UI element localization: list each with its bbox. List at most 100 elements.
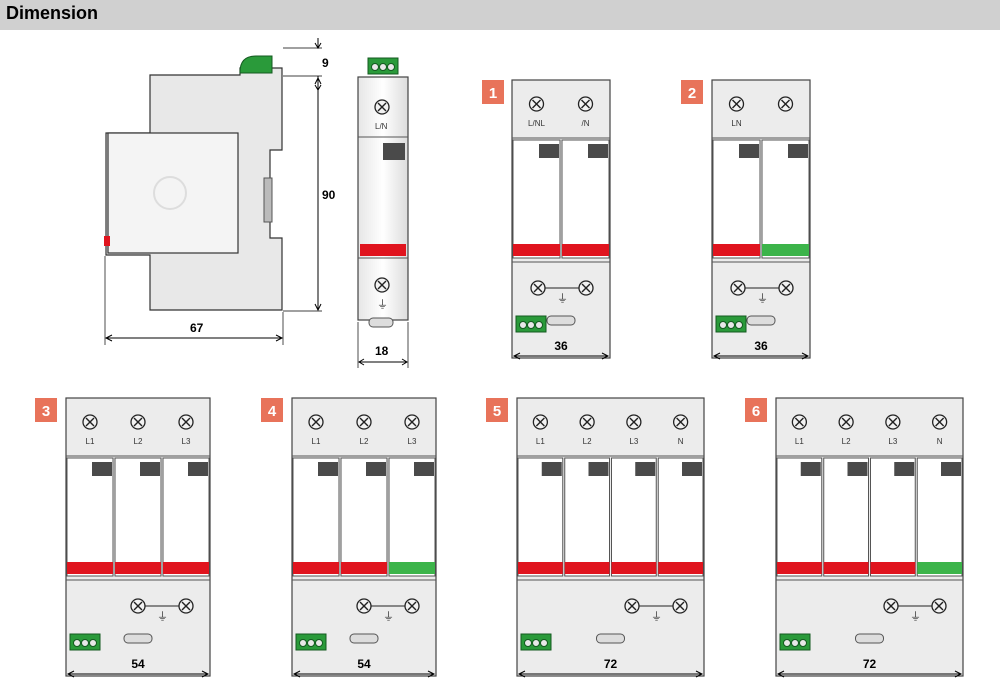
status-indicator — [163, 562, 209, 574]
status-indicator — [564, 562, 610, 574]
terminal-label: L3 — [629, 437, 638, 446]
variant-number: 4 — [268, 403, 277, 420]
screw-icon — [404, 598, 420, 614]
variant-badge — [261, 398, 283, 422]
terminal-label: N — [937, 437, 943, 446]
screw-icon — [730, 280, 746, 296]
status-indicator — [293, 562, 339, 574]
terminal-block-icon — [779, 633, 811, 651]
screw-icon — [791, 414, 808, 430]
screw-icon — [130, 598, 146, 614]
screw-icon — [374, 277, 390, 293]
screw-icon — [178, 598, 194, 614]
screw-icon — [404, 414, 420, 430]
screw-icon — [778, 280, 794, 296]
variant-number: 5 — [493, 403, 501, 420]
status-indicator — [762, 244, 809, 256]
ground-icon: ⏚ — [557, 292, 568, 305]
variant-badge — [482, 80, 504, 104]
ground-icon: ⏚ — [651, 610, 662, 623]
terminal-block-icon — [295, 633, 327, 651]
dim-width-side: 67 — [190, 321, 204, 335]
status-indicator — [562, 244, 609, 256]
terminal-label: L/NL — [528, 119, 545, 128]
screw-icon — [883, 598, 899, 614]
status-indicator — [870, 562, 916, 574]
status-indicator — [823, 562, 869, 574]
screw-icon — [672, 414, 689, 430]
variant-6: L1 L2 L3 N ⏚ 72 6 — [745, 397, 964, 678]
front-view: L/N ⏚ 18 — [357, 57, 409, 368]
screw-icon — [838, 414, 854, 430]
terminal-label: L2 — [583, 437, 592, 446]
screw-icon — [579, 414, 595, 430]
dim-height-main: 90 — [322, 188, 336, 202]
terminal-block-icon — [515, 315, 547, 333]
terminal-label: LN — [731, 119, 741, 128]
variant-number: 1 — [489, 85, 497, 102]
variant-number: 3 — [42, 403, 50, 420]
terminal-label: L3 — [408, 437, 417, 446]
ground-icon: ⏚ — [910, 610, 921, 623]
dim-width-variant: 36 — [554, 339, 568, 353]
variant-badge — [35, 398, 57, 422]
terminal-label: N — [678, 437, 684, 446]
terminal-block-icon — [69, 633, 101, 651]
variant-number: 6 — [752, 403, 760, 420]
dim-width-front: 18 — [375, 344, 389, 358]
screw-icon — [931, 414, 948, 430]
screw-icon — [777, 96, 794, 112]
screw-icon — [374, 99, 390, 115]
terminal-label: L1 — [312, 437, 321, 446]
status-indicator — [777, 562, 822, 574]
screw-icon — [82, 414, 98, 430]
side-view: 9 90 67 — [104, 38, 336, 345]
screw-icon — [672, 598, 688, 614]
terminal-label: L2 — [360, 437, 369, 446]
status-indicator — [115, 562, 161, 574]
section-header: Dimension — [0, 0, 1000, 30]
screw-icon — [931, 598, 947, 614]
terminal-block-icon — [520, 633, 552, 651]
status-indicator — [513, 244, 560, 256]
section-title: Dimension — [6, 3, 99, 23]
dim-width-variant: 72 — [863, 657, 877, 671]
screw-icon — [885, 414, 901, 430]
variant-badge — [681, 80, 703, 104]
terminal-label: L2 — [842, 437, 851, 446]
variant-1: L/NL/N⏚361 — [482, 79, 611, 360]
dim-width-variant: 72 — [604, 657, 618, 671]
terminal-label: L3 — [888, 437, 897, 446]
screw-icon — [308, 414, 324, 430]
status-indicator — [713, 244, 760, 256]
terminal-label: L3 — [182, 437, 191, 446]
dim-width-variant: 36 — [754, 339, 768, 353]
status-indicator — [611, 562, 657, 574]
variant-2: LN⏚362 — [681, 79, 811, 360]
status-indicator — [518, 562, 563, 574]
screw-icon — [530, 280, 546, 296]
terminal-label: L/N — [375, 122, 388, 131]
ground-icon: ⏚ — [383, 610, 394, 623]
terminal-block-icon — [715, 315, 747, 333]
dim-height-top: 9 — [322, 56, 329, 70]
screw-icon — [356, 414, 372, 430]
variant-number: 2 — [688, 85, 696, 102]
ground-icon: ⏚ — [157, 610, 168, 623]
status-indicator — [389, 562, 435, 574]
ground-icon: ⏚ — [377, 298, 388, 311]
screw-icon — [130, 414, 146, 430]
terminal-label: L1 — [795, 437, 804, 446]
screw-icon — [178, 414, 194, 430]
screw-icon — [528, 96, 545, 112]
status-indicator — [67, 562, 113, 574]
screw-icon — [626, 414, 642, 430]
terminal-block-icon — [367, 57, 399, 75]
variant-badge — [486, 398, 508, 422]
screw-icon — [728, 96, 745, 112]
